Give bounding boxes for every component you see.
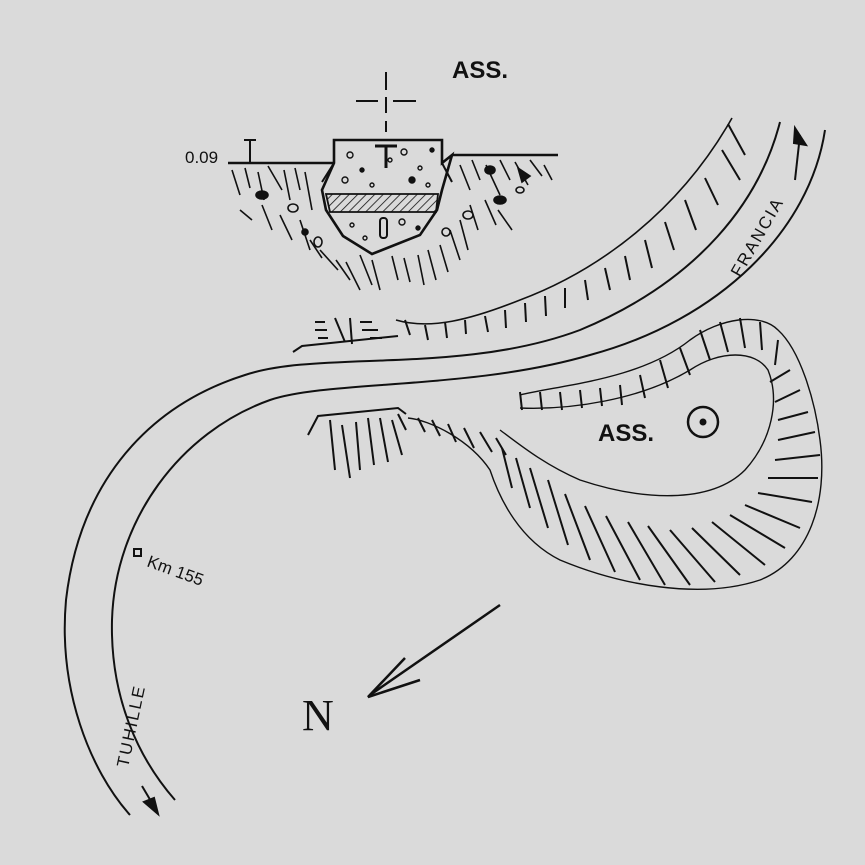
benchmark-pin	[379, 217, 388, 239]
arrow-north-icon	[792, 124, 809, 147]
km-marker-label: Km 155	[145, 552, 207, 590]
arrow-south-icon	[142, 796, 160, 817]
culvert-north	[292, 317, 399, 353]
road-edge-outer	[63, 121, 781, 816]
benchmark-label: ASS.	[598, 420, 654, 447]
section-title: ASS.	[452, 57, 508, 84]
road-edge-inner	[110, 129, 826, 801]
square-marker-icon	[133, 548, 142, 557]
road-arrows	[141, 124, 809, 817]
culvert-south	[307, 406, 407, 479]
north-label: N	[302, 691, 334, 740]
soil-texture	[231, 159, 553, 291]
depth-label: 0.09	[185, 148, 218, 167]
depth-dimension	[244, 139, 256, 163]
cross-section	[228, 72, 558, 291]
crosshair-icon	[356, 72, 416, 132]
mound	[407, 317, 823, 590]
embankment-upper	[395, 117, 746, 341]
fill-aggregate	[341, 147, 435, 241]
road	[63, 121, 826, 816]
benchmark-circle-icon	[686, 405, 720, 439]
north-arrow-icon	[367, 603, 501, 699]
hatched-layer	[324, 193, 440, 213]
benchmark-top-marker	[375, 144, 397, 168]
